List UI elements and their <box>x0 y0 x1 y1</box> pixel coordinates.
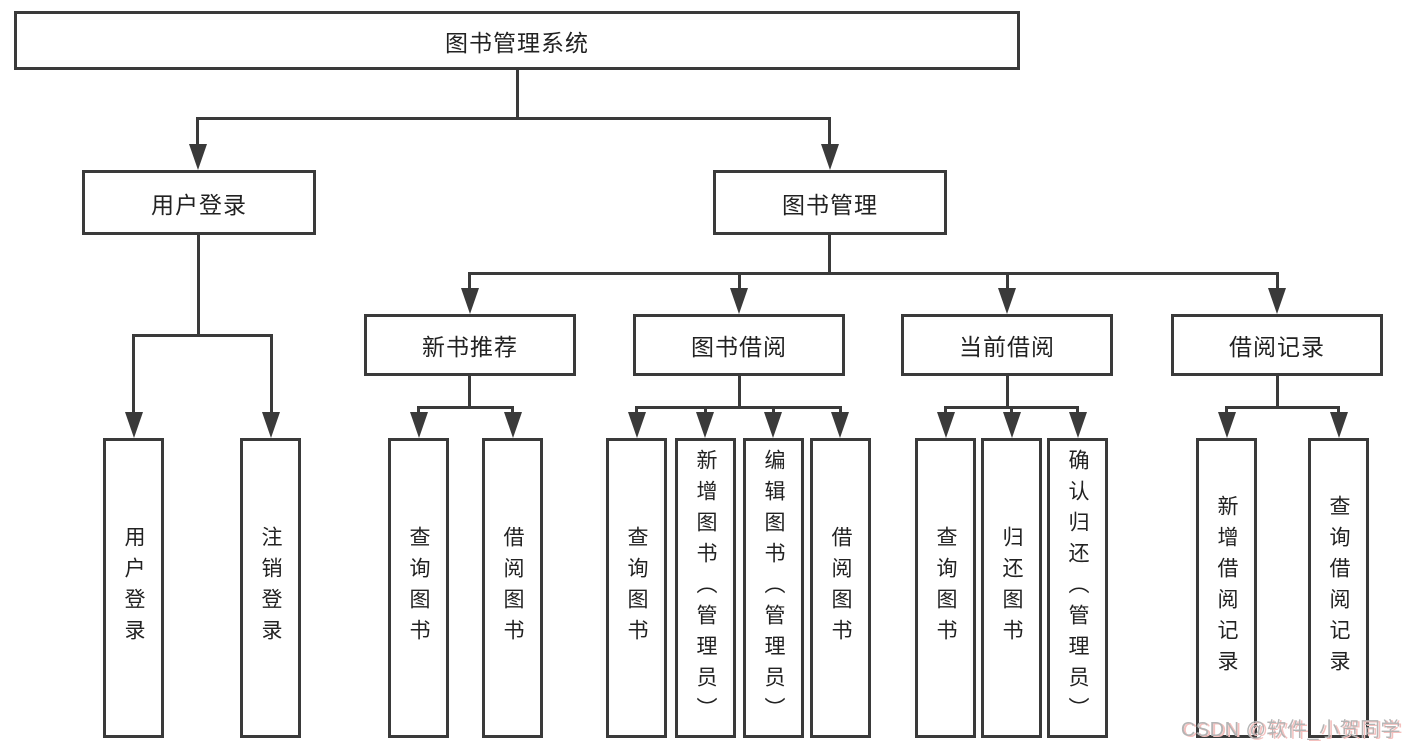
arrow-down-icon <box>998 288 1016 314</box>
node-query-book-label: 查询图书 <box>625 526 648 650</box>
arrow-down-icon <box>504 412 522 438</box>
arrow-down-icon <box>125 412 143 438</box>
arrow-down-icon <box>696 412 714 438</box>
node-edit-book-admin: 编辑图书（管理员） <box>743 438 804 738</box>
node-logout: 注销登录 <box>240 438 301 738</box>
node-library-system-label: 图书管理系统 <box>445 29 589 56</box>
connector-line <box>1225 406 1339 409</box>
node-query-book-recommend: 查询图书 <box>388 438 449 738</box>
node-query-borrow-record: 查询借阅记录 <box>1308 438 1369 738</box>
connector-line <box>1076 406 1079 416</box>
connector-line <box>270 334 273 414</box>
arrow-down-icon <box>1218 412 1236 438</box>
connector-line <box>738 272 741 290</box>
node-query-current-borrow: 查询图书 <box>915 438 976 738</box>
arrow-down-icon <box>764 412 782 438</box>
node-login: 用户登录 <box>103 438 164 738</box>
connector-line <box>1276 376 1279 406</box>
node-new-book-recommend: 新书推荐 <box>364 314 576 376</box>
watermark: CSDN @软件_小贺同学 <box>1180 719 1401 741</box>
connector-line <box>1276 272 1279 290</box>
connector-line <box>417 406 513 409</box>
arrow-down-icon <box>1330 412 1348 438</box>
arrow-down-icon <box>628 412 646 438</box>
arrow-down-icon <box>937 412 955 438</box>
node-book-management: 图书管理 <box>713 170 947 235</box>
connector-line <box>828 117 831 147</box>
node-book-borrowing-label: 图书借阅 <box>691 334 787 360</box>
connector-line <box>1337 406 1340 416</box>
node-book-borrowing: 图书借阅 <box>633 314 845 376</box>
arrow-down-icon <box>1003 412 1021 438</box>
connector-line <box>704 406 707 416</box>
connector-line <box>196 117 199 147</box>
connector-line <box>1006 272 1009 290</box>
connector-line <box>417 406 420 416</box>
node-user-login: 用户登录 <box>82 170 316 235</box>
arrow-down-icon <box>821 144 839 170</box>
node-add-book-admin: 新增图书（管理员） <box>675 438 736 738</box>
arrow-down-icon <box>410 412 428 438</box>
arrow-down-icon <box>262 412 280 438</box>
node-login-label: 用户登录 <box>122 526 145 650</box>
node-query-book: 查询图书 <box>606 438 667 738</box>
connector-line <box>1006 376 1009 406</box>
arrow-down-icon <box>461 288 479 314</box>
connector-line <box>944 406 947 416</box>
connector-line <box>635 406 638 416</box>
arrow-down-icon <box>189 144 207 170</box>
arrow-down-icon <box>1069 412 1087 438</box>
connector-line <box>1010 406 1013 416</box>
connector-line <box>738 376 741 406</box>
connector-line <box>132 334 272 337</box>
node-add-book-admin-label: 新增图书（管理员） <box>694 448 717 728</box>
node-borrow-book-label: 借阅图书 <box>829 526 852 650</box>
node-book-management-label: 图书管理 <box>782 191 878 218</box>
node-library-system: 图书管理系统 <box>14 11 1020 70</box>
connector-line <box>197 235 200 334</box>
node-new-book-recommend-label: 新书推荐 <box>422 334 518 360</box>
node-confirm-return-admin-label: 确认归还（管理员） <box>1066 448 1089 728</box>
node-current-borrowing-label: 当前借阅 <box>959 334 1055 360</box>
connector-line <box>468 376 471 406</box>
connector-line <box>772 406 775 416</box>
connector-line <box>468 272 1278 275</box>
connector-line <box>468 272 471 290</box>
node-borrow-book-recommend-label: 借阅图书 <box>501 526 524 650</box>
node-add-borrow-record: 新增借阅记录 <box>1196 438 1257 738</box>
node-return-book-label: 归还图书 <box>1000 526 1023 650</box>
node-add-borrow-record-label: 新增借阅记录 <box>1215 495 1238 681</box>
arrow-down-icon <box>1268 288 1286 314</box>
node-borrow-book: 借阅图书 <box>810 438 871 738</box>
connector-line <box>1225 406 1228 416</box>
node-query-borrow-record-label: 查询借阅记录 <box>1327 495 1350 681</box>
node-query-book-recommend-label: 查询图书 <box>407 526 430 650</box>
arrow-down-icon <box>831 412 849 438</box>
arrow-down-icon <box>730 288 748 314</box>
connector-line <box>839 406 842 416</box>
node-borrowing-records-label: 借阅记录 <box>1229 334 1325 360</box>
node-borrowing-records: 借阅记录 <box>1171 314 1383 376</box>
connector-line <box>516 70 519 117</box>
node-current-borrowing: 当前借阅 <box>901 314 1113 376</box>
node-query-current-borrow-label: 查询图书 <box>934 526 957 650</box>
node-logout-label: 注销登录 <box>259 526 282 650</box>
node-edit-book-admin-label: 编辑图书（管理员） <box>762 448 785 728</box>
node-user-login-label: 用户登录 <box>151 191 247 218</box>
connector-line <box>197 117 831 120</box>
node-return-book: 归还图书 <box>981 438 1042 738</box>
connector-line <box>511 406 514 416</box>
node-confirm-return-admin: 确认归还（管理员） <box>1047 438 1108 738</box>
connector-line <box>132 334 135 414</box>
connector-line <box>828 235 831 272</box>
node-borrow-book-recommend: 借阅图书 <box>482 438 543 738</box>
connector-line <box>635 406 841 409</box>
